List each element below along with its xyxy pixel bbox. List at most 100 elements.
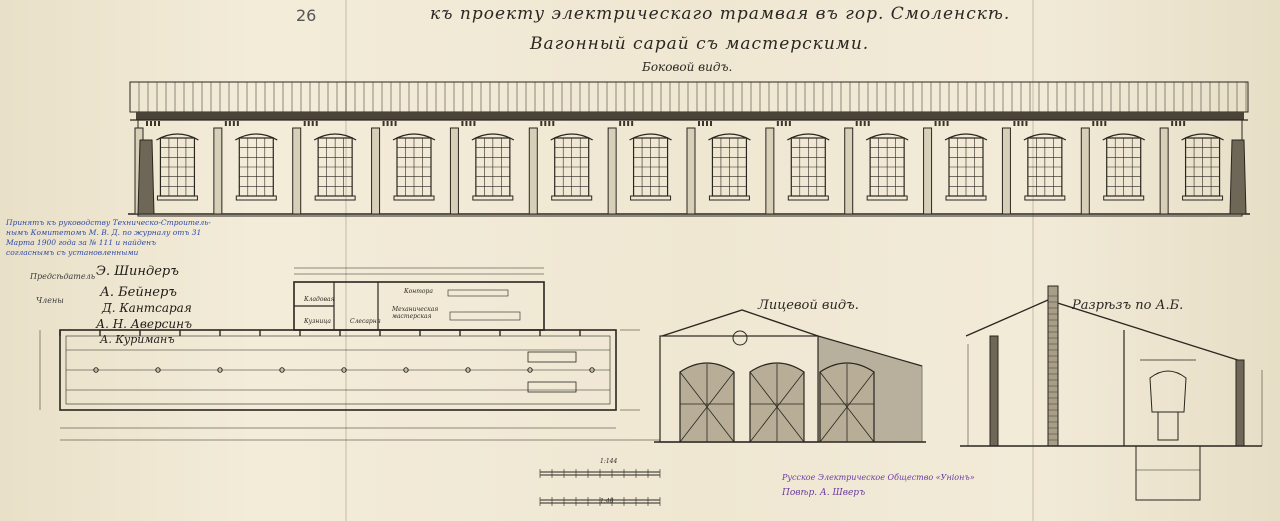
cornice-dentil [150, 121, 152, 126]
cornice-dentil [1092, 121, 1095, 126]
cornice-dentil [307, 121, 310, 126]
column-mark [589, 367, 595, 373]
cornice-dentil [236, 121, 239, 126]
signature-member: А. Куриманъ [100, 333, 175, 346]
side-elevation [128, 81, 1250, 217]
cornice-dentil [315, 121, 318, 126]
drawing-subtitle: Вагонный сарай съ мастерскими. [530, 34, 870, 54]
cornice-dentil [552, 121, 555, 126]
cornice-dentil [623, 121, 626, 126]
signature-member: А. Н. Аверсинъ [96, 317, 193, 331]
signature-member: А. Бейнеръ [100, 285, 177, 300]
gable-oculus [732, 330, 748, 346]
column-mark [527, 367, 533, 373]
window-sill [1103, 195, 1145, 201]
workbench [449, 311, 521, 321]
cornice-dentil [224, 121, 227, 126]
window-sill [393, 195, 435, 201]
stamp-line: Марта 1900 года за № 111 и найденъ [6, 238, 157, 247]
cornice-dentil [942, 121, 945, 126]
signature-member: Д. Кантсарая [102, 301, 192, 315]
plan-room-label: Слесарня [350, 318, 381, 325]
cornice-dentil [619, 121, 622, 126]
cornice-dentil [788, 121, 791, 126]
cornice-dentil [867, 121, 870, 126]
window-sill [708, 195, 750, 201]
column-mark [93, 367, 99, 373]
boiler-base [1157, 411, 1179, 441]
cornice-dentil [158, 121, 160, 126]
column-mark [155, 367, 161, 373]
column-mark [403, 367, 409, 373]
cornice-dentil [154, 121, 156, 126]
cornice-dentil [1013, 121, 1016, 126]
cornice-dentil [303, 121, 306, 126]
cornice-dentil [710, 121, 712, 126]
cornice-dentil [780, 121, 783, 126]
pilaster [449, 127, 459, 215]
sheet-fold [1032, 0, 1034, 521]
cornice-dentil [1175, 121, 1178, 126]
cornice-dentil [1171, 121, 1174, 126]
window-sill [945, 195, 987, 201]
plan-room-label: Механическая мастерская [392, 306, 439, 320]
pilaster [844, 127, 854, 215]
chairman-label: Предсѣдатель [30, 272, 96, 281]
window-sill [314, 195, 356, 201]
roof-band [129, 81, 1249, 113]
buttress-left [137, 139, 155, 215]
window-sill [235, 195, 277, 201]
cornice-dentil [1096, 121, 1099, 126]
cornice-dentil [228, 121, 231, 126]
gable [661, 309, 819, 337]
wall-section [989, 335, 999, 447]
column-mark [465, 367, 471, 373]
window-sill [866, 195, 908, 201]
page-number: 26 [296, 6, 317, 25]
window-sill [156, 195, 198, 201]
window-sill [630, 195, 672, 201]
cornice-dentil [469, 121, 472, 126]
cornice-dentil [855, 121, 858, 126]
scale-bars [539, 469, 661, 506]
window-sill [551, 195, 593, 201]
scale-label: 1:144 [600, 458, 618, 465]
pilaster [686, 127, 696, 215]
cornice-dentil [1179, 121, 1182, 126]
pit [527, 351, 577, 363]
cornice-dentil [784, 121, 787, 126]
cornice-dentil [390, 121, 393, 126]
cornice-dentil [938, 121, 941, 126]
cornice-dentil [1017, 121, 1020, 126]
cornice-dentil [1025, 121, 1028, 126]
cornice-dentil [386, 121, 389, 126]
sheet-fold [345, 0, 347, 521]
signature-chairman: Э. Шиндеръ [96, 264, 179, 279]
plan-room-label: Кладовая [304, 296, 335, 303]
cornice-dentil [394, 121, 397, 126]
window-sill [1024, 195, 1066, 201]
floor-plan [39, 267, 660, 441]
cornice-dentil [146, 121, 148, 126]
wall-section [1235, 359, 1245, 447]
cornice [136, 112, 1244, 120]
pilaster [292, 127, 302, 215]
front-view-label: Лицевой видъ. [758, 298, 859, 313]
cornice-dentil [631, 121, 634, 126]
boiler [1149, 370, 1187, 413]
cornice-dentil [382, 121, 385, 126]
column-mark [217, 367, 223, 373]
window-sill [472, 195, 514, 201]
cornice-dentil [540, 121, 543, 126]
cornice-dentil [1183, 121, 1186, 126]
stamp-line: Принятъ къ руководству Техническо-Строит… [6, 218, 211, 227]
cornice-dentil [702, 121, 704, 126]
cross-section [960, 285, 1263, 501]
stamp-line: согласнымъ съ установленными [6, 248, 139, 257]
side-view-label: Боковой видъ. [642, 60, 733, 74]
cornice-dentil [776, 121, 779, 126]
column-mark [279, 367, 285, 373]
buttress-right [1229, 139, 1247, 215]
cornice-dentil [232, 121, 235, 126]
